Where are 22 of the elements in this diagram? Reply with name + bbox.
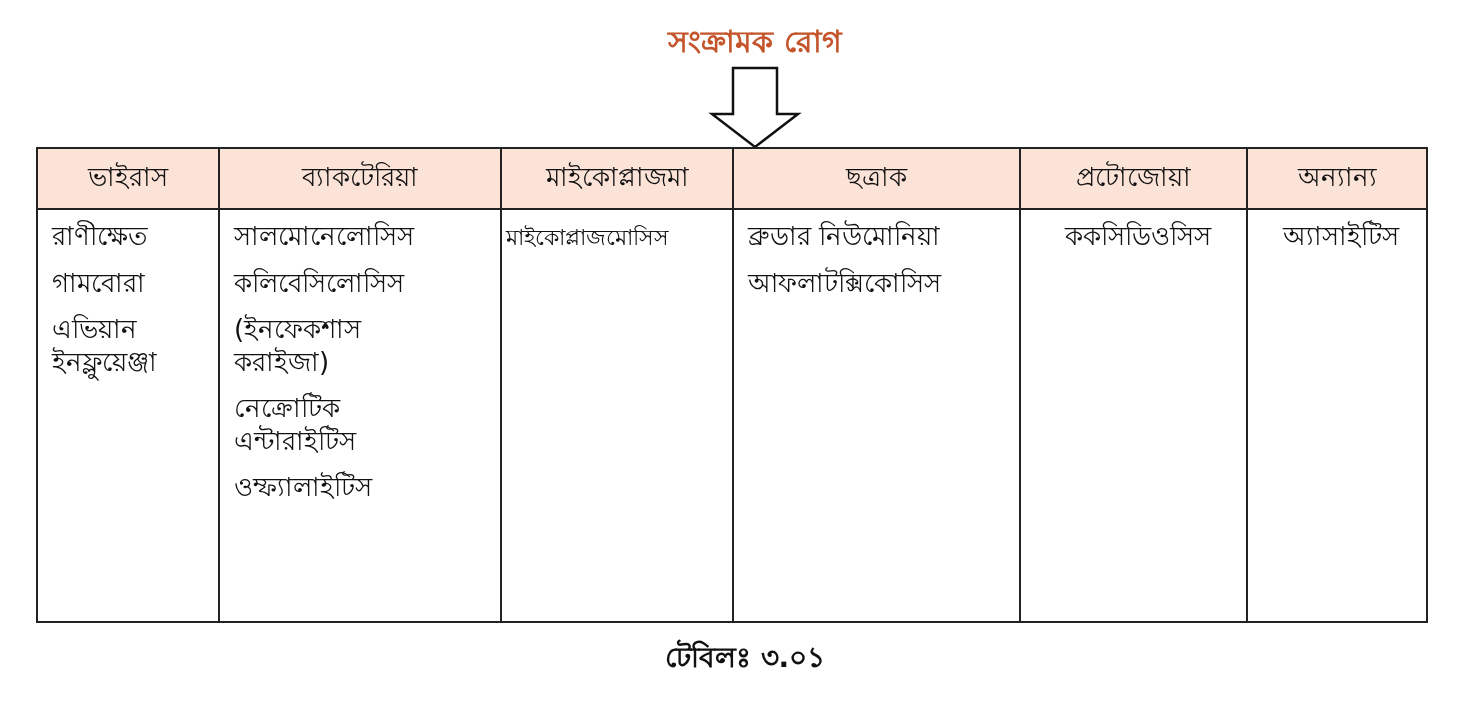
column-header: মাইকোপ্লাজমা bbox=[545, 160, 689, 194]
column-header: অন্যান্য bbox=[1297, 160, 1377, 194]
column-header: ব্যাকটেরিয়া bbox=[302, 160, 418, 194]
table-caption: টেবিলঃ ৩.০১ bbox=[663, 638, 827, 676]
disease-name: অ্যাসাইটিস bbox=[1281, 220, 1401, 253]
disease-name: আফলাটক্সিকোসিস bbox=[748, 266, 943, 299]
column-header: প্রটোজোয়া bbox=[1076, 160, 1191, 194]
column-header: ছত্রাক bbox=[846, 160, 907, 194]
disease-name: (ইনফেকশাস করাইজা) bbox=[234, 313, 363, 378]
disease-name: ব্রুডার নিউমোনিয়া bbox=[748, 220, 942, 253]
disease-name: নেক্রোটিক এন্টারাইটিস bbox=[234, 392, 358, 457]
heading-text: সংক্রামক রোগ bbox=[666, 23, 844, 61]
disease-name: মাইকোপ্লাজমোসিস bbox=[506, 224, 670, 252]
disease-name: ওম্ফ্যালাইটিস bbox=[234, 471, 374, 504]
disease-name: কলিবেসিলোসিস bbox=[234, 266, 406, 299]
disease-name: সালমোনেলোসিস bbox=[234, 220, 416, 253]
disease-name: ককসিডিওসিস bbox=[1063, 220, 1213, 253]
disease-name: রাণীক্ষেত bbox=[52, 220, 149, 253]
column-header: ভাইরাস bbox=[88, 160, 168, 194]
disease-name: গামবোরা bbox=[52, 266, 146, 299]
table-frame bbox=[36, 147, 1428, 623]
block-arrow bbox=[708, 66, 802, 149]
